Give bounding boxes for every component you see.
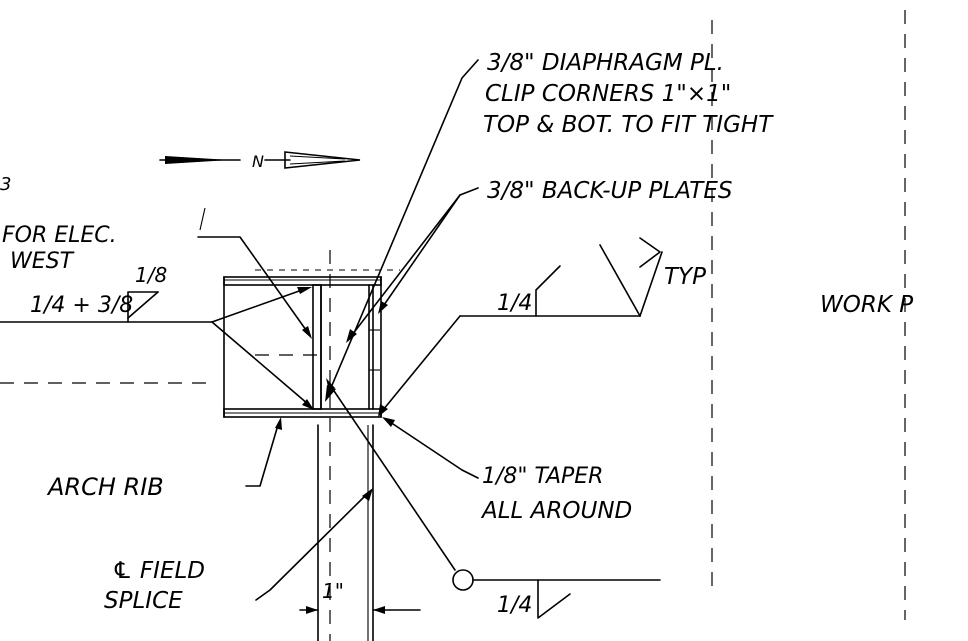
north-letter: N (252, 152, 264, 171)
north-arrow: N (159, 151, 361, 171)
taper-note-line2: ALL AROUND (480, 498, 632, 524)
weld-size-bottom: 1/4 (497, 593, 532, 618)
weld-size-left: 1/4 + 3/8 (30, 293, 133, 318)
field-splice-line1: ℄ FIELD (112, 558, 205, 584)
corner-mark: 3 (0, 174, 11, 195)
diaphragm-note-line2: CLIP CORNERS 1"×1" (485, 81, 731, 107)
arch-rib-section (223, 276, 382, 418)
arch-rib-label: ARCH RIB (46, 473, 164, 501)
diaphragm-note-line1: 3/8" DIAPHRAGM PL. (487, 50, 724, 76)
taper-note-line1: 1/8" TAPER (482, 464, 603, 489)
work-point-label: WORK P (820, 292, 913, 318)
dimension-1-inch: 1" (322, 579, 344, 603)
diaphragm-note-line3: TOP & BOT. TO FIT TIGHT (483, 112, 774, 138)
leader-lines (0, 59, 663, 619)
typ-label: TYP (664, 264, 706, 290)
field-splice-line2: SPLICE (104, 588, 183, 614)
weld-size-right: 1/4 (497, 291, 532, 316)
backup-plates-note: 3/8" BACK-UP PLATES (487, 178, 733, 204)
elec-note-line1: FOR ELEC. (2, 223, 117, 248)
weld-fraction-top: 1/8 (135, 263, 167, 287)
elec-note-line2: WEST (10, 249, 75, 274)
